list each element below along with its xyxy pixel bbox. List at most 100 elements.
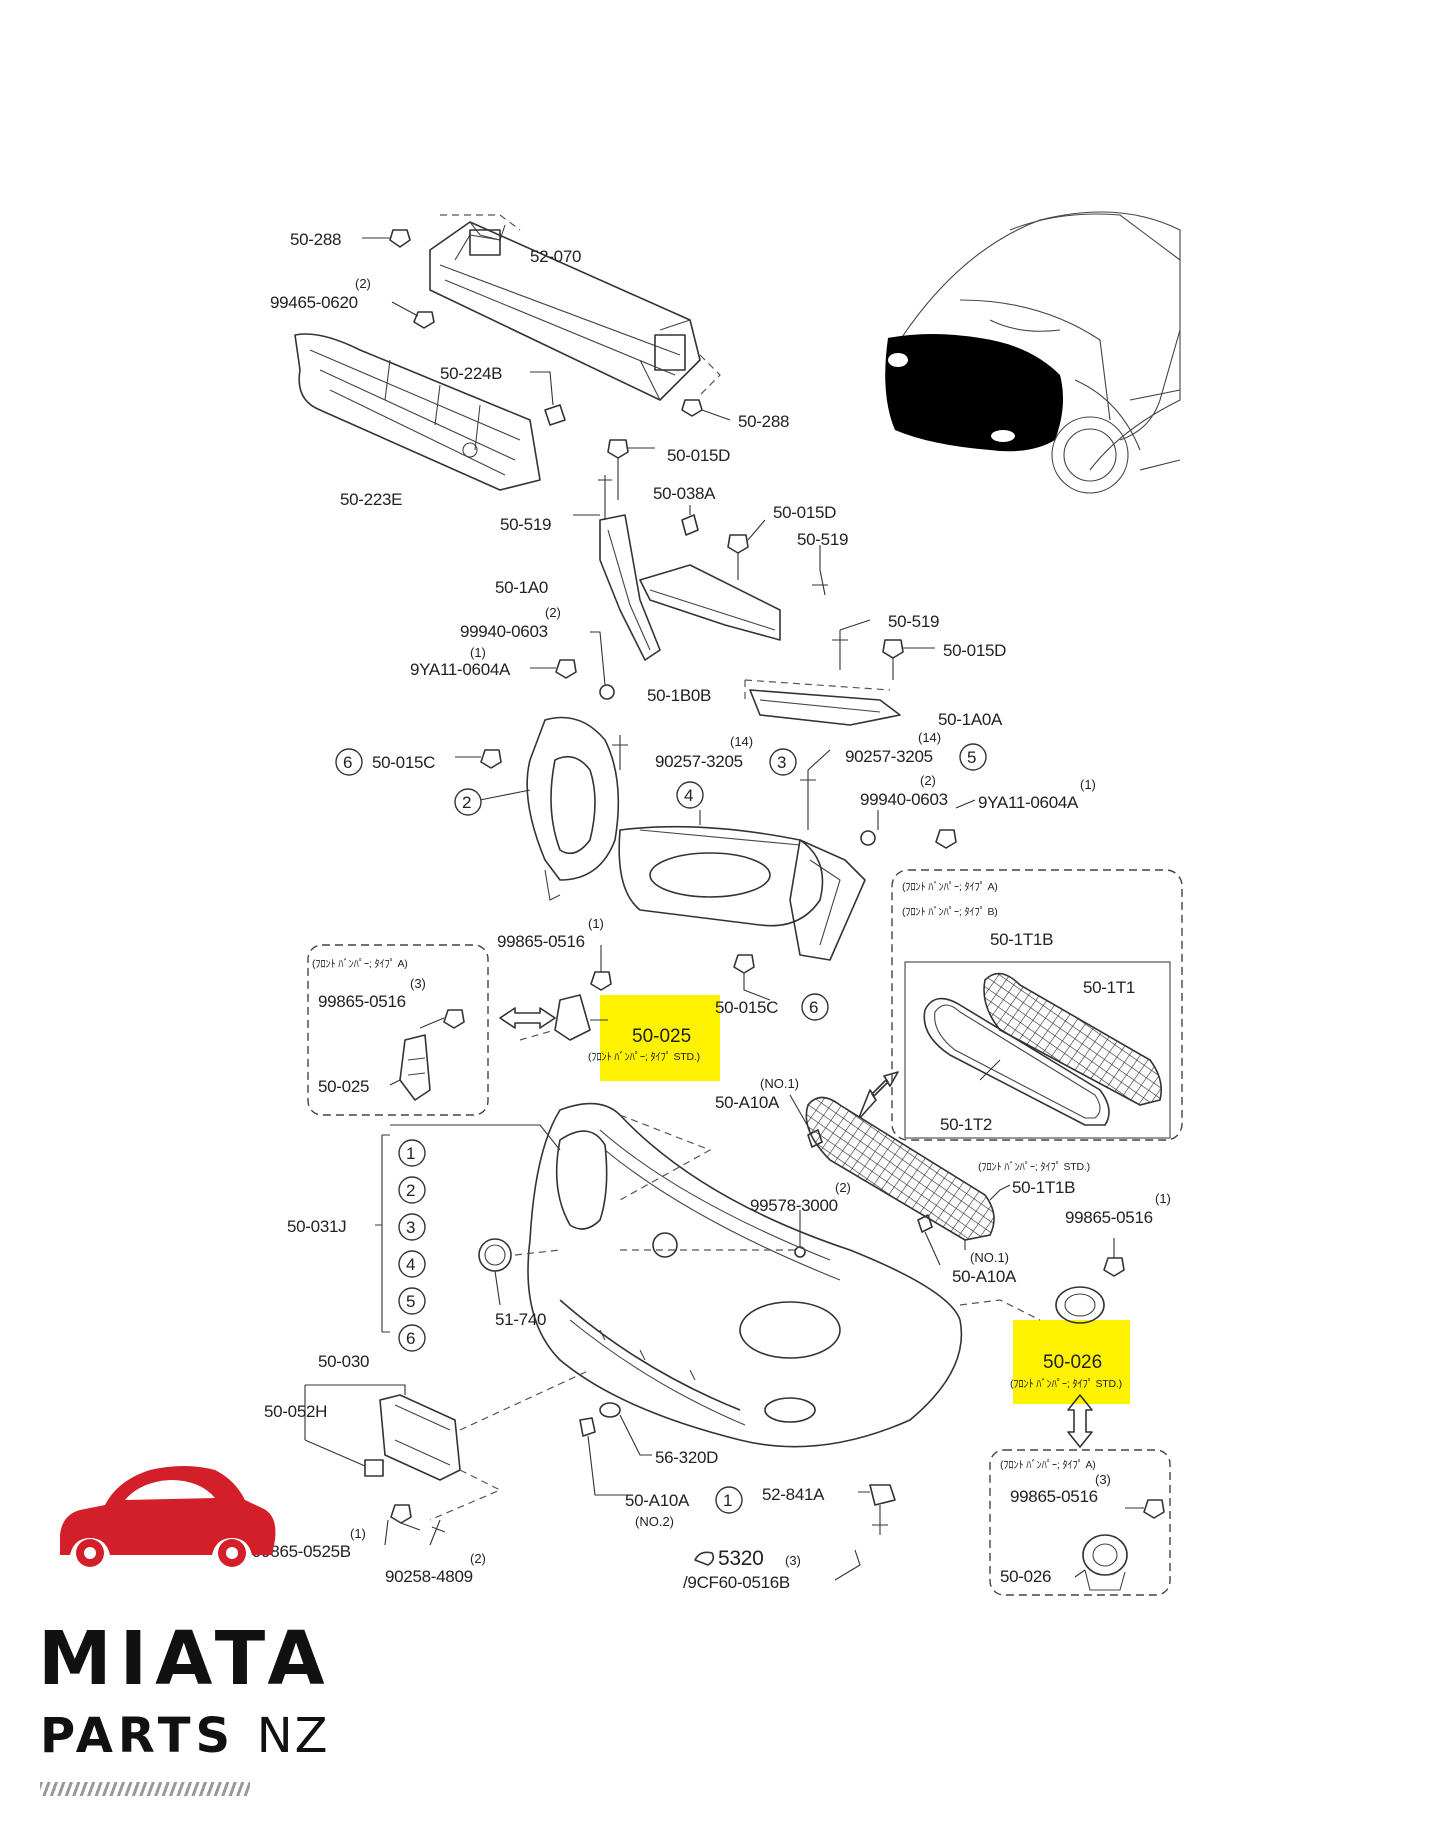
ref-6: 6	[406, 1329, 415, 1348]
qty-99865-0516-a: (1)	[588, 916, 604, 931]
qty-99940-0603-a: (2)	[545, 605, 561, 620]
fog-lamp-bezel-50-025-type-a	[389, 1034, 431, 1101]
clip-50-052h	[304, 1439, 384, 1477]
qty-9ya11-0604a-b: (1)	[1080, 777, 1096, 792]
ref-bracket-50-031j	[375, 1124, 561, 1333]
note-50-025-highlight: (ﾌﾛﾝﾄ ﾊﾞﾝﾊﾟｰ; ﾀｲﾌﾟ STD.)	[588, 1051, 700, 1063]
fog-lamp-bezel-50-026	[1055, 1286, 1105, 1324]
label-50-223e: 50-223E	[340, 490, 402, 509]
clip-50-a10a-no1-b	[917, 1214, 941, 1266]
brand-underline-stripes	[40, 1782, 250, 1796]
clip-50-038a	[681, 505, 699, 536]
label-99940-0603-b: 99940-0603	[860, 790, 948, 809]
label-99865-0525b: 99865-0525B	[252, 1542, 351, 1561]
label-50-030: 50-030	[318, 1352, 369, 1371]
label-50-025-highlight: 50-025	[632, 1026, 691, 1047]
label-50-a10a-no2: 50-A10A	[625, 1491, 690, 1510]
label-50-1t2: 50-1T2	[940, 1115, 992, 1134]
ref-3: 3	[406, 1218, 415, 1237]
car-location-thumbnail	[885, 211, 1181, 494]
bolt-99865-0525b	[384, 1504, 421, 1546]
clip-9ya11-0604a-b	[935, 799, 976, 849]
ref-2: 2	[406, 1181, 415, 1200]
label-99465-0620: 99465-0620	[270, 293, 358, 312]
qty-99940-0603-b: (2)	[920, 773, 936, 788]
clip-50-a10a-no2	[579, 1417, 630, 1496]
qty-50-a10a-no1-b: (NO.1)	[970, 1250, 1009, 1265]
bolt-50-015d-c	[882, 639, 935, 680]
label-52-070: 52-070	[530, 247, 581, 266]
bolt-99865-0516-d	[1125, 1499, 1165, 1519]
guide-line-026	[959, 1299, 1041, 1321]
label-50-1a0a: 50-1A0A	[938, 710, 1003, 729]
clip-50-224b	[530, 371, 566, 426]
guide-lines-bumper	[514, 1114, 800, 1256]
ref-2-a: 2	[462, 793, 471, 812]
ref-5-a: 5	[967, 748, 976, 767]
double-arrow-down	[1067, 1394, 1093, 1448]
double-arrow-grille	[857, 1071, 899, 1121]
grille-box-footer: (ﾌﾛﾝﾄ ﾊﾞﾝﾊﾟｰ; ﾀｲﾌﾟ STD.)	[978, 1161, 1090, 1173]
emblem-51-740	[478, 1238, 512, 1306]
fog-lamp-bezel-50-025	[554, 994, 608, 1041]
bumper-reinforcement-52-070	[429, 214, 721, 401]
screw-5320	[694, 1549, 861, 1581]
label-99865-0516-a: 99865-0516	[497, 932, 585, 951]
left-box-title: (ﾌﾛﾝﾄ ﾊﾞﾝﾊﾟｰ; ﾀｲﾌﾟ A)	[312, 958, 408, 970]
qty-9ya11-0604a-a: (1)	[470, 645, 486, 660]
screw-90257-3205-b	[800, 749, 831, 830]
license-bracket-50-030	[304, 1369, 591, 1521]
headlamp-shape	[888, 353, 908, 367]
qty-5320: (3)	[785, 1553, 801, 1568]
grille-box-title-b: (ﾌﾛﾝﾄ ﾊﾞﾝﾊﾟｰ; ﾀｲﾌﾟ B)	[902, 906, 998, 918]
grommet-56-320d	[599, 1402, 652, 1456]
label-50-1t1b: 50-1T1B	[1012, 1178, 1075, 1197]
fog-lamp-shape	[991, 430, 1015, 442]
label-99865-0516-d: 99865-0516	[1010, 1487, 1098, 1506]
label-50-015c-a: 50-015C	[372, 753, 435, 772]
label-50-015d-c: 50-015D	[943, 641, 1006, 660]
ref-circles-inline: 6 2 3 4 5 6 1	[335, 743, 987, 1514]
nut-99940-0603-a	[590, 631, 615, 700]
front-bumper-cover-50-031j	[527, 1102, 963, 1448]
label-99578-3000: 99578-3000	[750, 1196, 838, 1215]
qty-99865-0516-d: (3)	[1095, 1472, 1111, 1487]
double-arrow-left	[499, 1007, 556, 1029]
grille-box-title-a: (ﾌﾛﾝﾄ ﾊﾞﾝﾊﾟｰ; ﾀｲﾌﾟ A)	[902, 881, 998, 893]
label-90257-3205-b: 90257-3205	[845, 747, 933, 766]
part-labels: 50-288 52-070 (2) 99465-0620 50-224B 50-…	[252, 230, 1171, 1592]
brand-name-miata: MIATA	[38, 1616, 333, 1702]
upper-bracket-50-1b0b	[639, 564, 781, 641]
label-50-038a: 50-038A	[653, 484, 716, 503]
stud-50-519-a	[573, 475, 612, 520]
clip-52-841a	[858, 1484, 896, 1535]
ref-1-a: 1	[723, 1491, 732, 1510]
label-9ya11-0604a-a: 9YA11-0604A	[410, 660, 511, 679]
label-50-288-top: 50-288	[290, 230, 341, 249]
ref-3-a: 3	[777, 753, 786, 772]
label-50-a10a-no1-a: 50-A10A	[715, 1093, 780, 1112]
ref-4: 4	[406, 1255, 415, 1274]
label-90257-3205-a: 90257-3205	[655, 752, 743, 771]
upper-panel-ref-4	[618, 810, 824, 927]
bolt-99865-0516-c	[1103, 1238, 1125, 1277]
label-50-015d-a: 50-015D	[667, 446, 730, 465]
bolt-50-015c-a	[455, 749, 502, 769]
bottom-right-box-title: (ﾌﾛﾝﾄ ﾊﾞﾝﾊﾟｰ; ﾀｲﾌﾟ A)	[1000, 1459, 1096, 1471]
label-50-1t1b-box: 50-1T1B	[990, 930, 1053, 949]
grille-frame-50-1t2	[923, 997, 1110, 1126]
highlight-50-025	[600, 995, 720, 1081]
ref-circles-left-bracket: 1 2 3 4 5 6	[398, 1139, 426, 1352]
stud-50-519-c	[832, 619, 871, 670]
label-51-740: 51-740	[495, 1310, 546, 1329]
bolt-99865-0516-b	[419, 1009, 465, 1029]
bolt-99865-0516-a	[590, 945, 612, 991]
bolt-50-288-top	[362, 229, 411, 248]
bolt-50-288-mid	[681, 399, 731, 421]
label-52-841a: 52-841A	[762, 1485, 825, 1504]
screw-90257-3205-a	[612, 735, 628, 770]
label-5320: 5320	[718, 1547, 764, 1570]
nut-99578-3000	[794, 1210, 806, 1258]
